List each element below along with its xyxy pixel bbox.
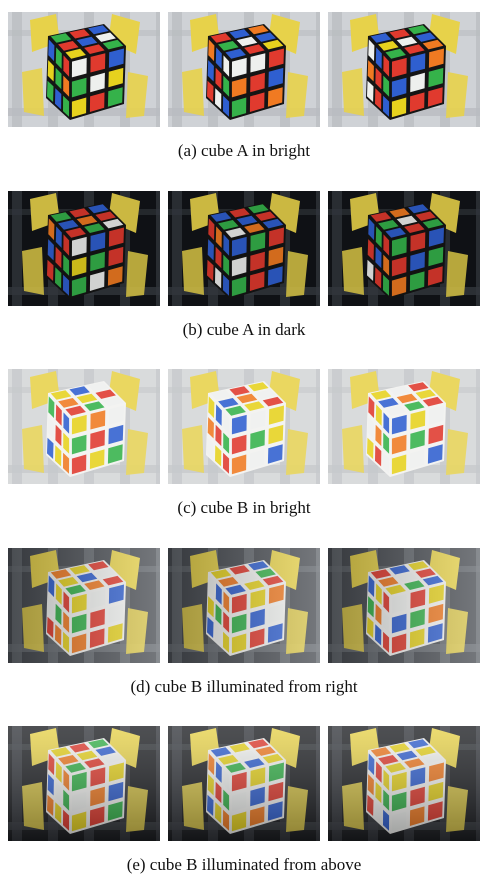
photo-drawing xyxy=(328,548,480,663)
photo-drawing xyxy=(8,191,160,306)
photo-drawing xyxy=(8,369,160,484)
photo-cube-b-bright-1 xyxy=(8,369,160,484)
photo-cube-b-above-light-3 xyxy=(328,726,480,841)
photo-cube-a-bright-1 xyxy=(8,12,160,127)
caption-d: (d) cube B illuminated from right xyxy=(130,677,358,696)
photo-drawing xyxy=(8,548,160,663)
photo-cube-a-dark-1 xyxy=(8,191,160,306)
photo-drawing xyxy=(328,191,480,306)
photo-row-b xyxy=(8,191,480,306)
photo-drawing xyxy=(168,191,320,306)
photo-row-e xyxy=(8,726,480,841)
photo-drawing xyxy=(328,369,480,484)
photo-cube-b-right-light-1 xyxy=(8,548,160,663)
photo-row-a xyxy=(8,12,480,127)
photo-drawing xyxy=(168,726,320,841)
photo-cube-a-bright-2 xyxy=(168,12,320,127)
photo-cube-a-dark-3 xyxy=(328,191,480,306)
photo-cube-b-above-light-2 xyxy=(168,726,320,841)
photo-drawing xyxy=(168,548,320,663)
photo-cube-b-bright-2 xyxy=(168,369,320,484)
photo-row-c xyxy=(8,369,480,484)
photo-cube-b-above-light-1 xyxy=(8,726,160,841)
photo-drawing xyxy=(328,12,480,127)
photo-cube-a-dark-2 xyxy=(168,191,320,306)
photo-cube-b-bright-3 xyxy=(328,369,480,484)
caption-e: (e) cube B illuminated from above xyxy=(126,855,362,874)
photo-drawing xyxy=(328,726,480,841)
photo-drawing xyxy=(168,369,320,484)
photo-drawing xyxy=(8,726,160,841)
photo-cube-a-bright-3 xyxy=(328,12,480,127)
photo-drawing xyxy=(8,12,160,127)
photo-drawing xyxy=(168,12,320,127)
caption-b: (b) cube A in dark xyxy=(182,320,306,339)
photo-cube-b-right-light-2 xyxy=(168,548,320,663)
caption-c: (c) cube B in bright xyxy=(177,498,311,517)
photo-row-d xyxy=(8,548,480,663)
photo-cube-b-right-light-3 xyxy=(328,548,480,663)
caption-a: (a) cube A in bright xyxy=(177,141,311,160)
